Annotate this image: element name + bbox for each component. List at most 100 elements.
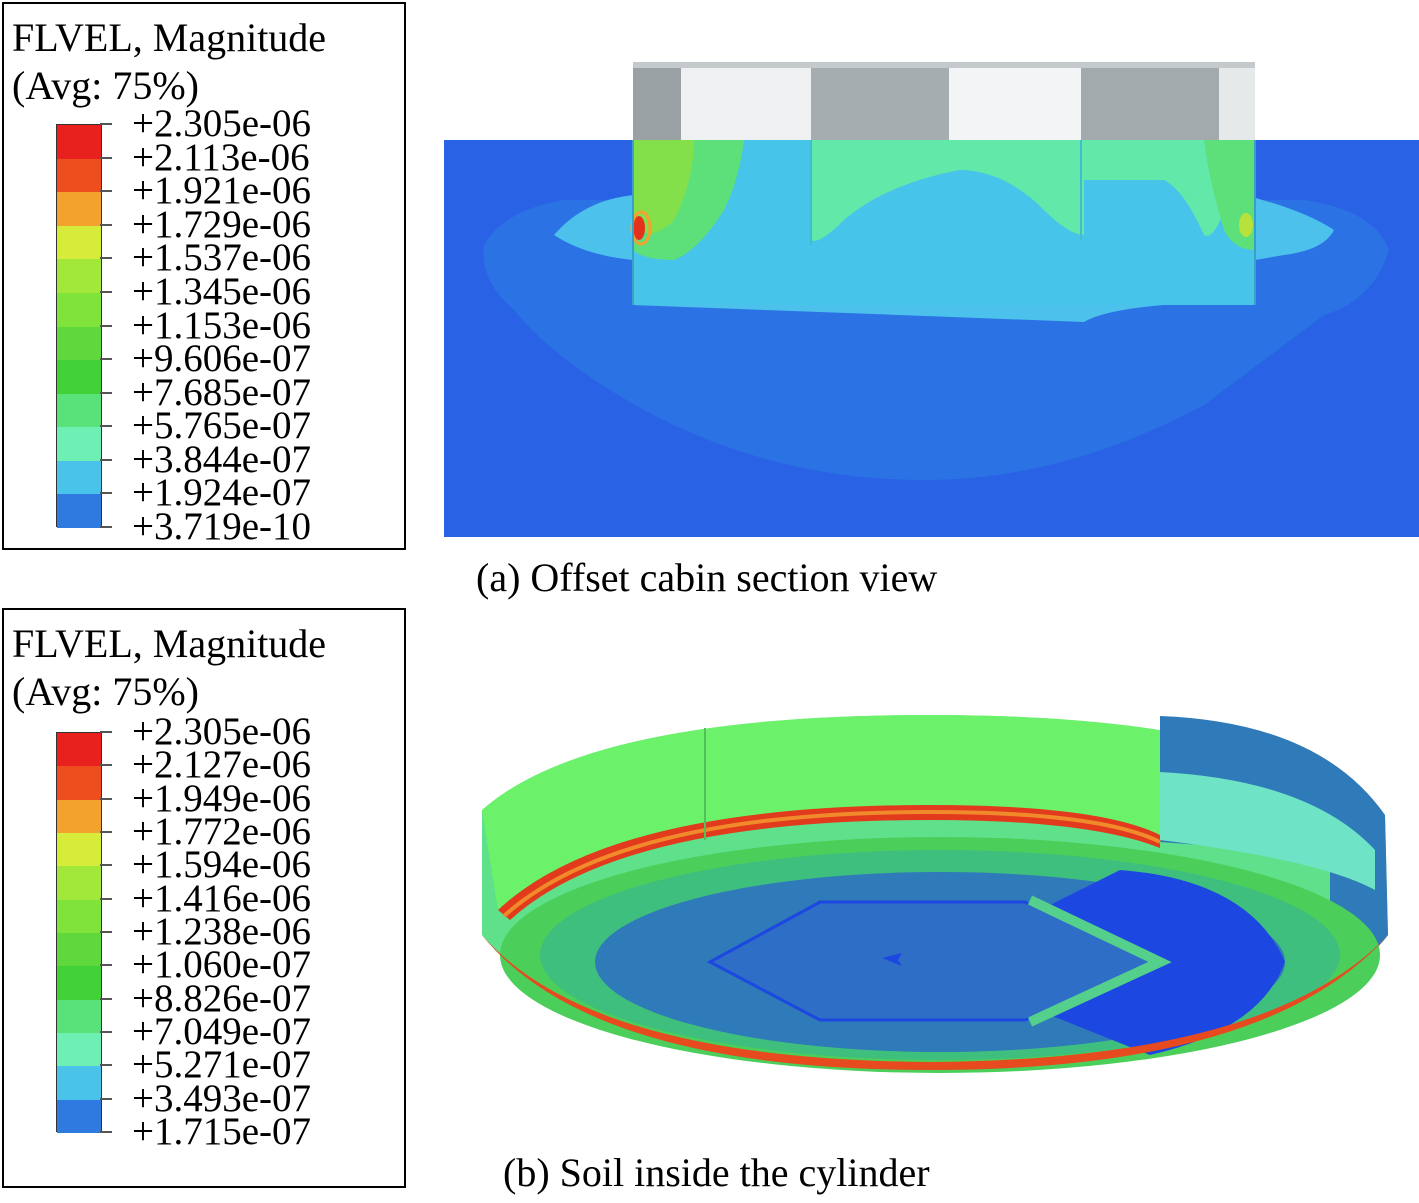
contour-red-ring: [498, 805, 1160, 920]
cylinder-cyan-band: [1160, 772, 1375, 890]
legend-swatch: [57, 225, 101, 260]
legend-tick-label: +1.594e-06: [132, 843, 312, 887]
legend-tick-label: +5.271e-07: [132, 1043, 312, 1087]
legend-tick-label: +1.416e-06: [132, 876, 312, 920]
legend-tick-label: +1.238e-06: [132, 910, 312, 953]
contour-orange-ring: [502, 809, 1161, 918]
legend-b-title: FLVEL, Magnitude: [12, 621, 327, 666]
legend-tick-label: +9.606e-07: [132, 337, 312, 381]
cabin-top-edge: [633, 62, 1255, 68]
legend-swatch: [57, 1099, 101, 1134]
legend-tick: [100, 797, 112, 800]
contour-hotspot-red: [633, 216, 645, 240]
center-marker: [882, 953, 902, 966]
contour-green-left-core: [633, 140, 694, 234]
legend-tick: [100, 831, 112, 833]
legend-tick-label: +3.493e-07: [132, 1076, 312, 1120]
legend-tick-label: +2.113e-06: [132, 135, 310, 179]
cabin-wall-left: [633, 62, 681, 142]
legend-tick: [100, 492, 112, 495]
legend-a-colorbar: [56, 124, 102, 529]
legend-tick: [100, 764, 112, 767]
legend-swatch: [57, 899, 101, 934]
legend-swatch: [57, 494, 101, 529]
legend-a-avg: (Avg: 75%): [12, 63, 199, 108]
legend-tick-label: +1.715e-07: [132, 1110, 312, 1153]
legend-swatch: [57, 125, 101, 160]
legend-tick: [100, 156, 112, 159]
legend-tick-label: +7.685e-07: [132, 370, 312, 414]
legend-tick: [100, 864, 112, 867]
plot-a-section-view: [444, 62, 1419, 537]
legend-tick-label: +2.305e-06: [132, 710, 312, 753]
legend-swatch: [57, 966, 101, 1001]
legend-tick-label: +1.153e-06: [132, 303, 312, 347]
legend-tick-label: +3.844e-07: [132, 437, 312, 481]
legend-b-colorbar: [56, 732, 102, 1134]
legend-tick: [100, 731, 112, 733]
caption-a: (a) Offset cabin section view: [476, 555, 938, 600]
caption-b: (b) Soil inside the cylinder: [503, 1150, 930, 1195]
legend-tick: [100, 290, 112, 293]
legend-swatch: [57, 259, 101, 294]
legend-tick-label: +1.924e-07: [132, 471, 312, 515]
legend-tick: [100, 391, 112, 394]
legend-tick-label: +8.826e-07: [132, 976, 312, 1020]
legend-tick-label: +1.949e-06: [132, 776, 312, 820]
plot-b-cylinder: [482, 715, 1388, 1073]
cabin-panel-3: [949, 68, 1081, 142]
legend-swatch: [57, 799, 101, 834]
legend-tick: [100, 223, 112, 226]
legend-swatch: [57, 393, 101, 428]
legend-swatch: [57, 933, 101, 967]
legend-b-avg: (Avg: 75%): [12, 669, 199, 714]
legend-swatch: [57, 999, 101, 1034]
inner-wedge-outline: [1027, 895, 1172, 1027]
legend-swatch: [57, 292, 101, 327]
legend-tick: [100, 1131, 112, 1133]
legend-swatch: [57, 866, 101, 901]
cabin-panel-1: [681, 68, 811, 142]
legend-b: FLVEL, Magnitude (Avg: 75%) +2.305e-06+2…: [2, 608, 406, 1188]
legend-tick-label: +3.719e-10: [132, 505, 312, 548]
legend-tick: [100, 1064, 112, 1067]
legend-tick-label: +7.049e-07: [132, 1010, 312, 1053]
legend-tick: [100, 458, 112, 461]
legend-tick: [100, 1031, 112, 1033]
legend-a: FLVEL, Magnitude (Avg: 75%) +2.305e-06+2…: [2, 2, 406, 550]
legend-swatch: [57, 460, 101, 495]
legend-tick-label: +2.127e-06: [132, 743, 312, 787]
legend-tick: [100, 931, 112, 933]
cabin-wall-right: [1219, 62, 1255, 142]
legend-tick: [100, 358, 112, 361]
cabin-panel-2: [811, 68, 949, 142]
legend-tick: [100, 526, 112, 528]
legend-a-title: FLVEL, Magnitude: [12, 15, 327, 60]
legend-tick-label: +1.345e-06: [132, 269, 312, 313]
legend-tick: [100, 1097, 112, 1100]
contour-hotspot-right: [1239, 213, 1253, 237]
legend-tick-label: +5.765e-07: [132, 404, 312, 448]
legend-swatch: [57, 192, 101, 227]
legend-tick-label: +1.060e-07: [132, 943, 312, 987]
legend-swatch: [57, 1066, 101, 1101]
legend-tick-label: +1.537e-06: [132, 236, 312, 280]
legend-swatch: [57, 360, 101, 395]
legend-tick: [100, 190, 112, 193]
legend-swatch: [57, 1033, 101, 1067]
legend-tick: [100, 324, 112, 327]
legend-tick-label: +2.305e-06: [132, 102, 312, 145]
legend-tick: [100, 257, 112, 260]
legend-swatch: [57, 733, 101, 767]
legend-tick-label: +1.729e-06: [132, 202, 312, 246]
legend-swatch: [57, 766, 101, 801]
legend-tick: [100, 997, 112, 1000]
cabin-panel-4: [1081, 68, 1219, 142]
legend-tick: [100, 897, 112, 900]
legend-tick: [100, 425, 112, 428]
legend-swatch: [57, 326, 101, 361]
legend-tick: [100, 123, 112, 125]
legend-swatch: [57, 158, 101, 193]
contour-mint: [633, 140, 1255, 241]
legend-tick: [100, 964, 112, 967]
